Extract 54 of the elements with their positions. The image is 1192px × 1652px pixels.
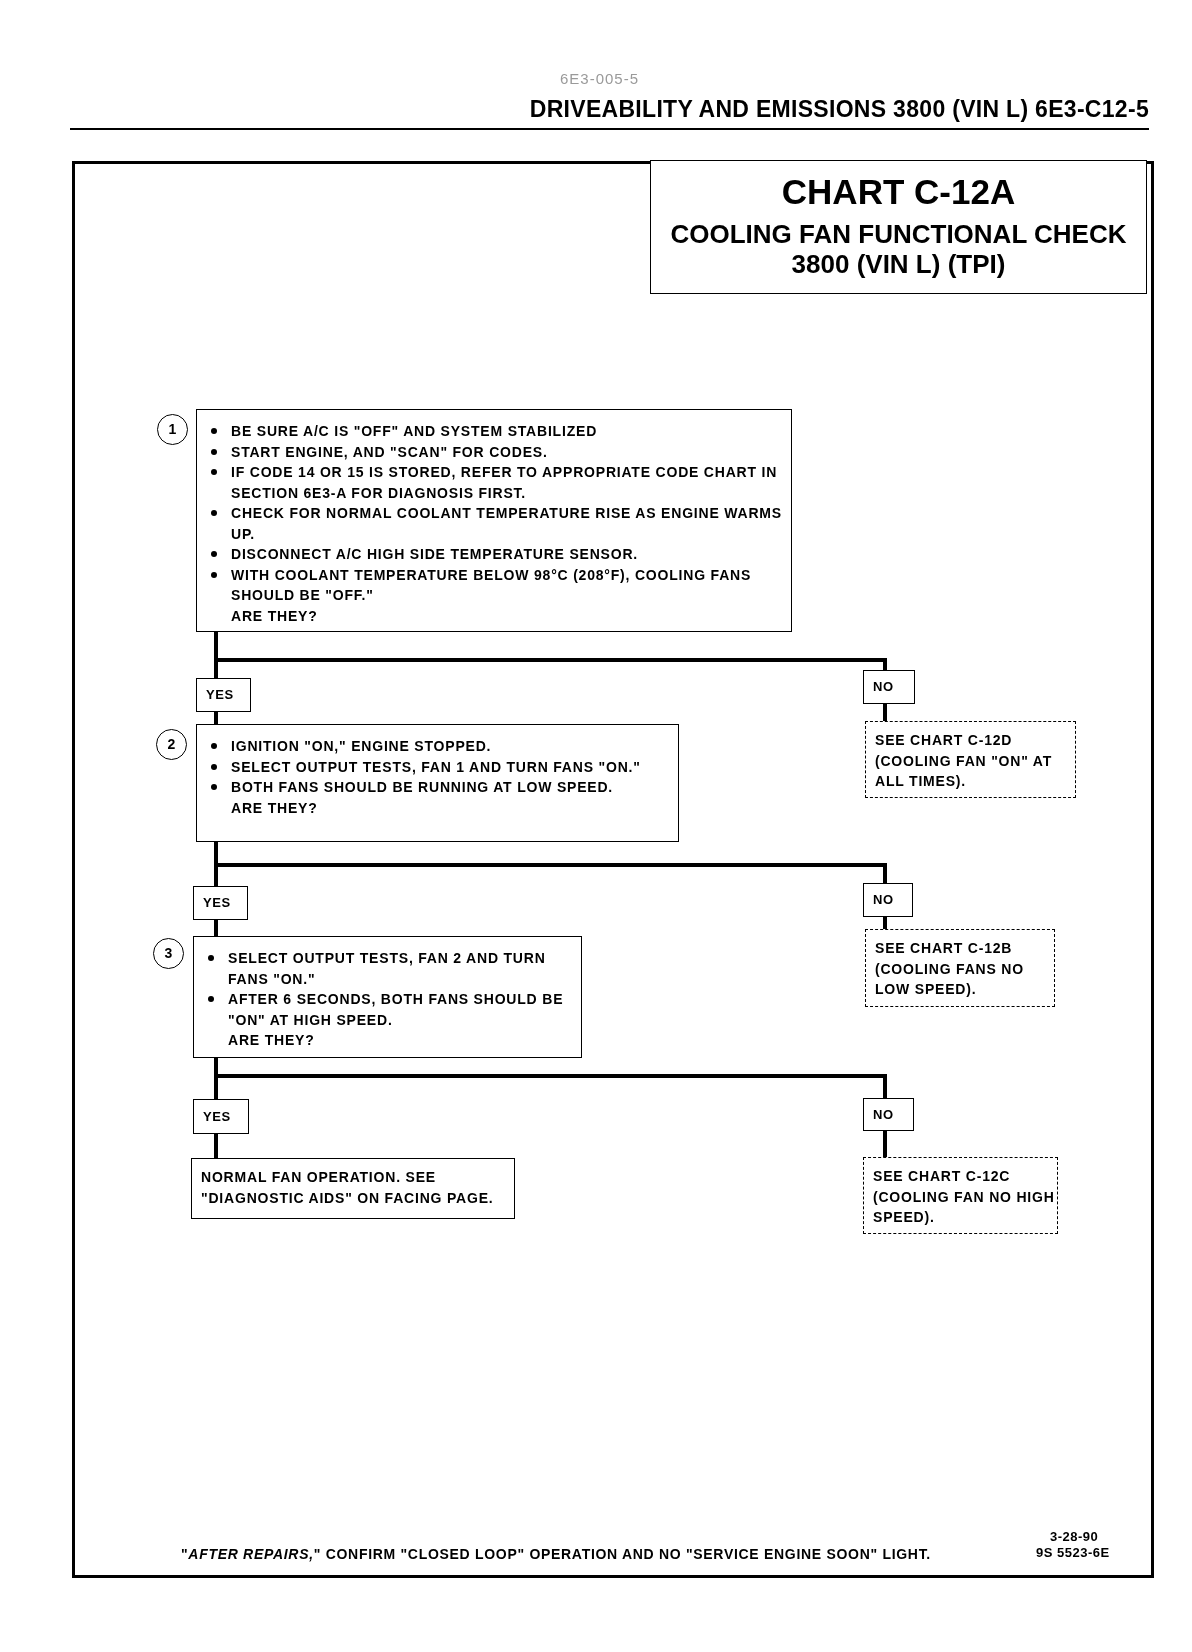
branch-label-box xyxy=(863,883,913,917)
connector-line xyxy=(883,704,887,721)
footer-note: "AFTER REPAIRS," CONFIRM "CLOSED LOOP" OPERATION AND NO "SERVICE ENGINE SOON" LIGHT. xyxy=(181,1545,931,1564)
step-text: SELECT OUTPUT TESTS, FAN 1 AND TURN FANS "ON." xyxy=(231,757,641,777)
reference-box xyxy=(863,1157,1058,1234)
step-text: BE SURE A/C IS "OFF" AND SYSTEM STABILIZED xyxy=(231,422,598,441)
step-number: 2 xyxy=(156,729,187,760)
connector-line xyxy=(214,712,218,724)
result-box xyxy=(191,1158,515,1219)
chart-title-box xyxy=(650,160,1147,294)
chart-subtitle: COOLING FAN FUNCTIONAL CHECK 3800 (VIN L) (TPI) xyxy=(669,219,1128,279)
branch-label: YES xyxy=(203,895,231,911)
step-number: 1 xyxy=(157,414,188,445)
question-text: ARE THEY? xyxy=(231,606,319,626)
process-box xyxy=(196,724,679,842)
reference-text: SEE CHART C-12C (COOLING FAN NO HIGH SPEED). xyxy=(873,1167,1055,1227)
reference-text: SEE CHART C-12D (COOLING FAN "ON" AT ALL TIMES). xyxy=(875,731,1054,791)
question-text: ARE THEY? xyxy=(228,1031,316,1050)
connector-line xyxy=(214,920,218,936)
branch-label: NO xyxy=(873,892,894,908)
date-code: 3-28-90 xyxy=(1050,1528,1099,1546)
process-box xyxy=(193,936,582,1058)
reference-text: SEE CHART C-12B (COOLING FANS NO LOW SPEED). xyxy=(875,939,1025,999)
part-number: 9S 5523-6E xyxy=(1036,1544,1110,1562)
chart-title: CHART C-12A xyxy=(781,171,1016,213)
branch-label-box xyxy=(193,1099,249,1134)
branch-label: YES xyxy=(203,1108,231,1125)
branch-label-box xyxy=(196,678,251,712)
page-header: DRIVEABILITY AND EMISSIONS 3800 (VIN L) 6E3-C12-5 xyxy=(529,95,1149,124)
reference-box xyxy=(865,929,1055,1007)
process-box xyxy=(196,409,792,632)
step-text: IGNITION "ON," ENGINE STOPPED. xyxy=(231,737,492,756)
step-text: SELECT OUTPUT TESTS, FAN 2 AND TURN FANS "ON." xyxy=(228,949,547,989)
step-text: START ENGINE, AND "SCAN" FOR CODES. xyxy=(231,442,548,462)
step-text: WITH COOLANT TEMPERATURE BELOW 98°C (208°F), COOLING FANS SHOULD BE "OFF." xyxy=(231,565,753,605)
step-text: DISCONNECT A/C HIGH SIDE TEMPERATURE SENSOR. xyxy=(231,545,638,564)
step-text: IF CODE 14 OR 15 IS STORED, REFER TO APPROPRIATE CODE CHART IN SECTION 6E3-A FOR DIAGNOSIS FIRST. xyxy=(231,463,779,503)
branch-label: NO xyxy=(873,1106,894,1123)
connector-line xyxy=(883,917,887,929)
reference-box xyxy=(865,721,1076,798)
branch-label-box xyxy=(863,1098,914,1131)
branch-label: NO xyxy=(873,679,894,695)
step-number: 3 xyxy=(153,938,184,969)
step-text: AFTER 6 SECONDS, BOTH FANS SHOULD BE "ON" AT HIGH SPEED. xyxy=(228,990,565,1030)
document-code: 6E3-005-5 xyxy=(560,69,640,89)
step-text: BOTH FANS SHOULD BE RUNNING AT LOW SPEED. xyxy=(231,778,614,797)
result-text: NORMAL FAN OPERATION. SEE "DIAGNOSTIC AIDS" ON FACING PAGE. xyxy=(201,1168,495,1208)
branch-label-box xyxy=(193,886,248,920)
connector-line xyxy=(883,1131,887,1157)
question-text: ARE THEY? xyxy=(231,798,319,818)
connector-line xyxy=(214,1134,218,1158)
step-text: CHECK FOR NORMAL COOLANT TEMPERATURE RISE AS ENGINE WARMS UP. xyxy=(231,504,783,544)
branch-label: YES xyxy=(206,687,234,703)
branch-label-box xyxy=(863,670,915,704)
